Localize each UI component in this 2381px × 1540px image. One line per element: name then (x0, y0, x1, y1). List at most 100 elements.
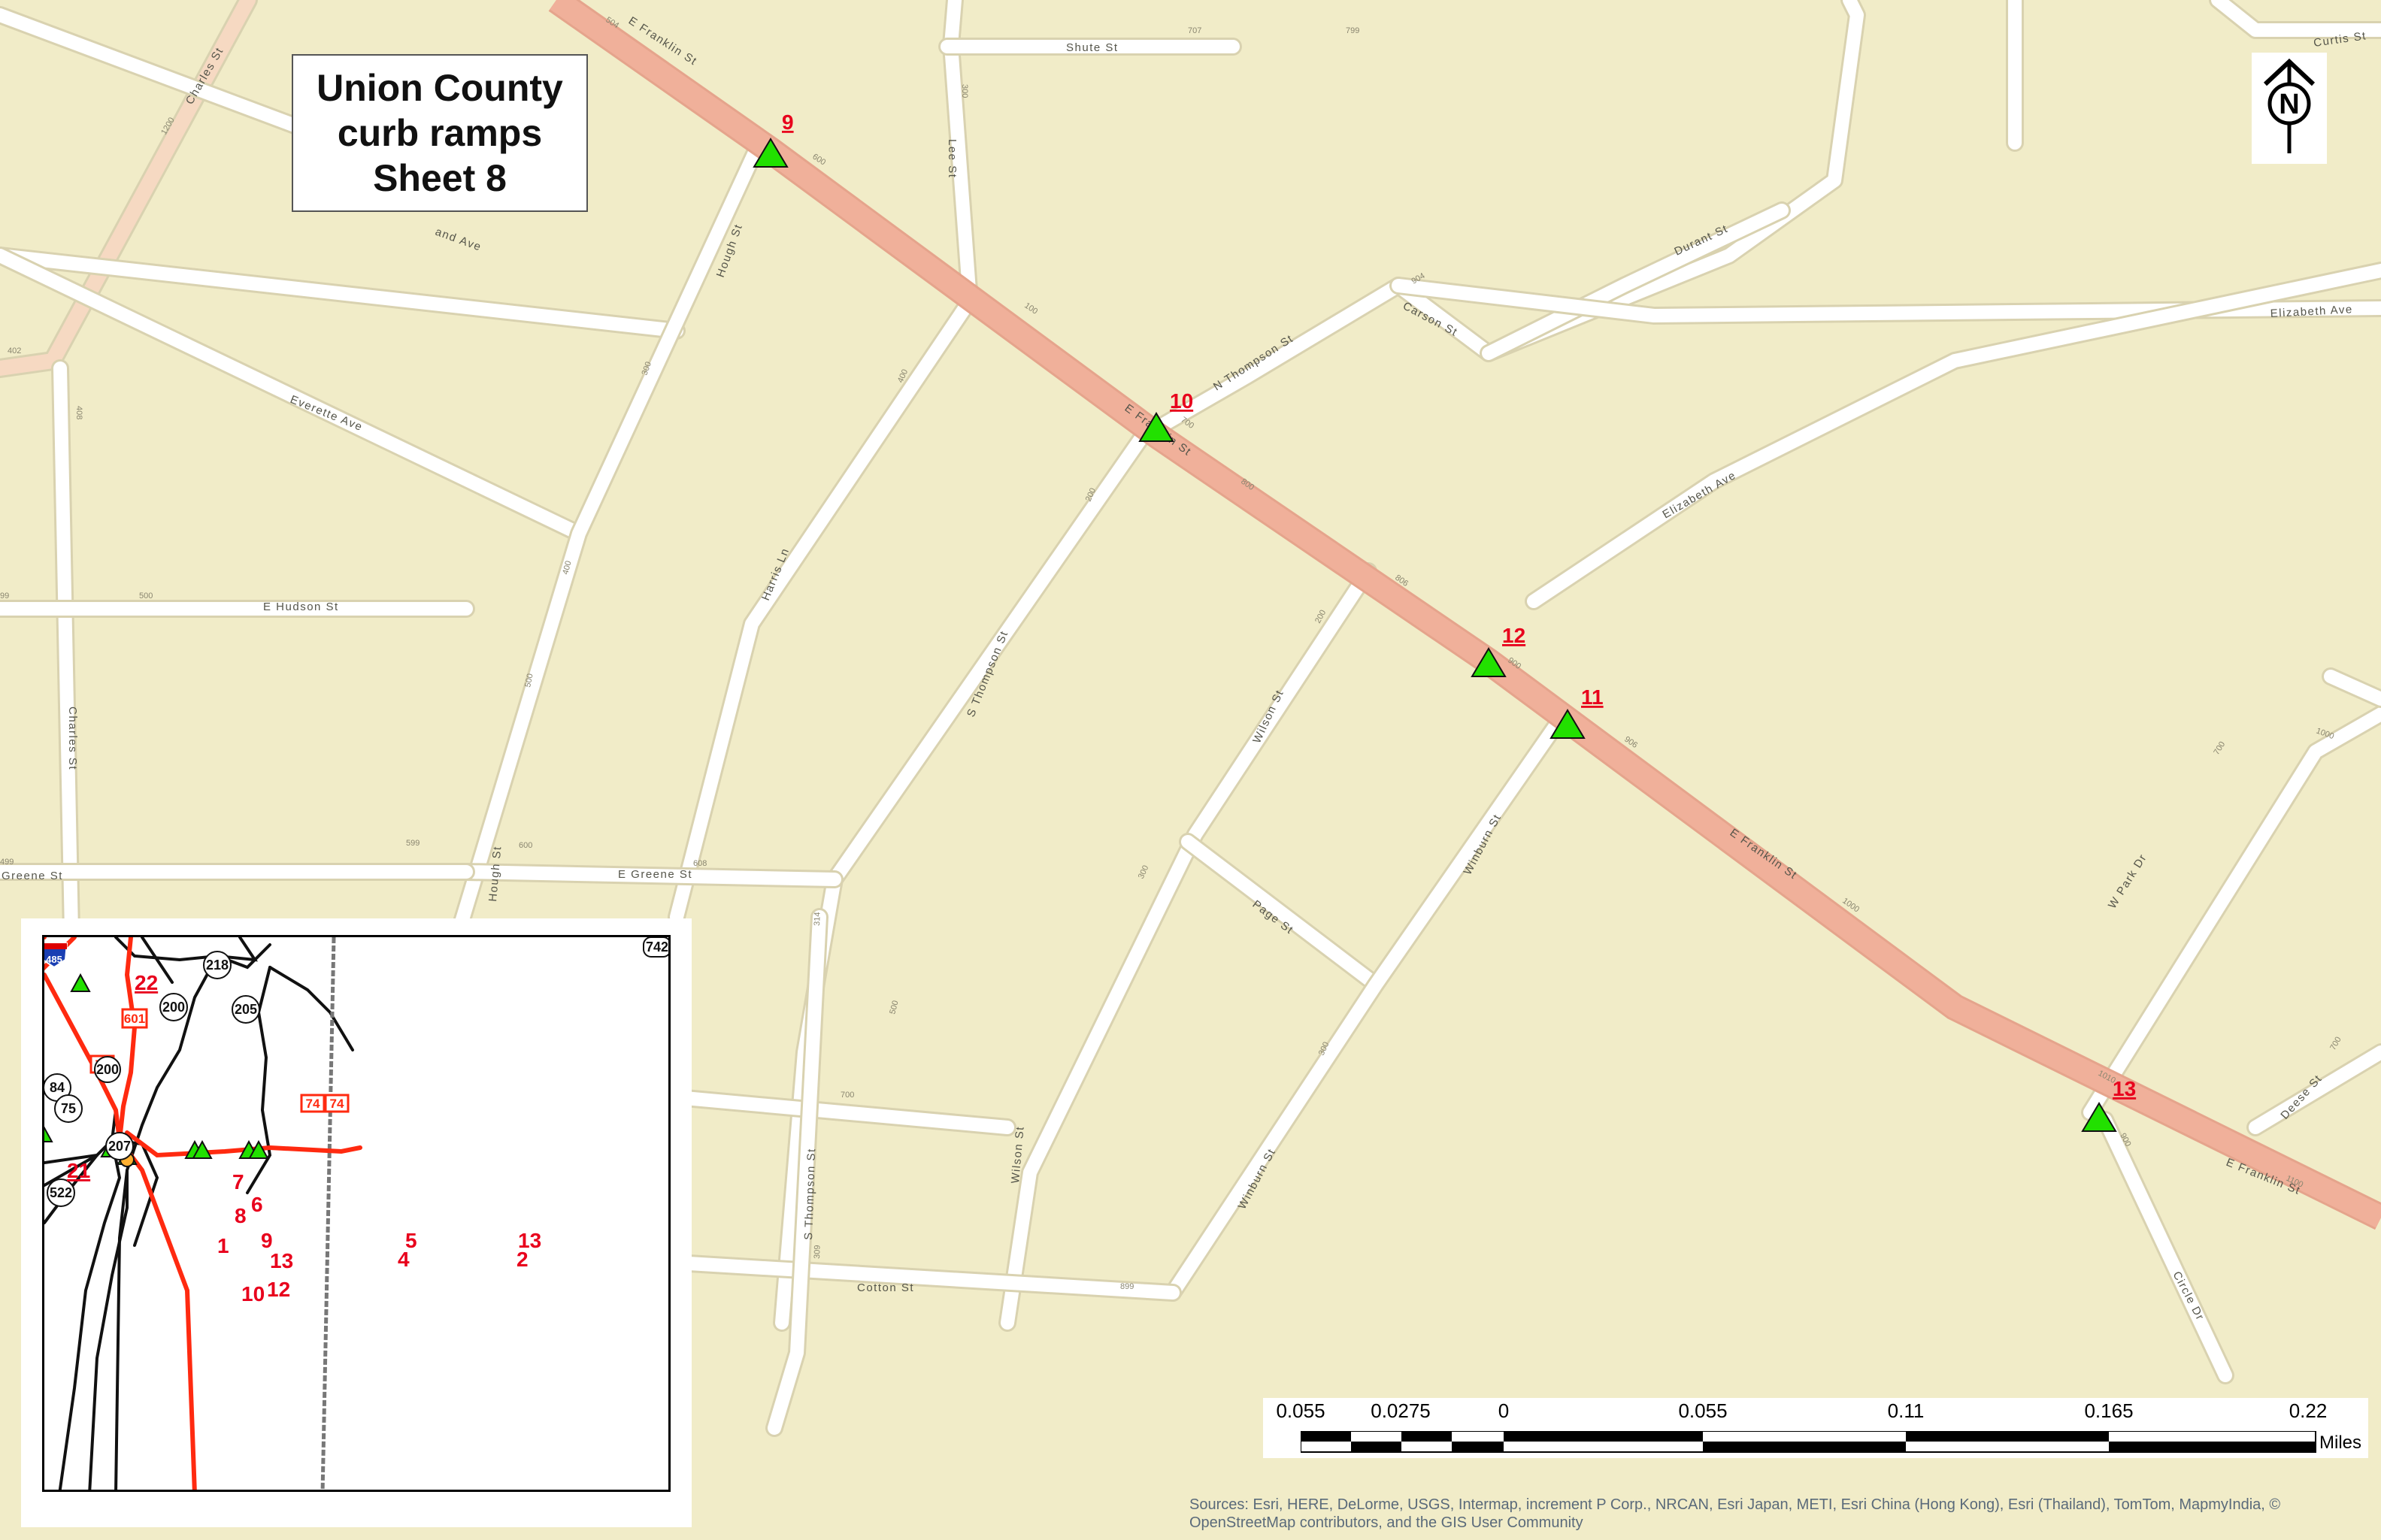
address-number: 600 (519, 841, 532, 850)
address-number: 400 (561, 560, 573, 576)
svg-text:207: 207 (108, 1139, 131, 1154)
scale-units: Miles (2319, 1433, 2362, 1453)
north-letter: N (2279, 89, 2299, 120)
address-number: 300 (641, 361, 654, 377)
inset-ramp-labels: 22 21 7 8 6 9 13 10 12 1 5 4 13 2 (67, 971, 541, 1306)
scale-tick-label: 0.0275 (1371, 1399, 1431, 1422)
street-label: Greene St (2, 870, 63, 882)
state-route-shield-icon: 84 (44, 1073, 71, 1102)
interstate-shield-icon: 485 (44, 942, 68, 969)
inset-shields: 485 742 218 601 200 205 (44, 937, 668, 1207)
street-label: Lee St (946, 139, 959, 178)
curb-ramp-marker[interactable]: 12 (1471, 624, 1525, 677)
address-number: 707 (1188, 26, 1201, 35)
state-route-shield-icon: 218 (203, 951, 232, 979)
inset-ramp-label: 13 (270, 1249, 293, 1272)
curb-ramp-marker[interactable]: 9 (753, 110, 794, 168)
curb-ramp-marker[interactable]: 13 (2081, 1077, 2136, 1132)
address-number: 300 (960, 84, 969, 98)
inset-map[interactable]: 485 742 218 601 200 205 (42, 935, 671, 1492)
ramp-triangle-icon[interactable] (1549, 709, 1586, 739)
address-number: 500 (523, 673, 535, 688)
us-route-shield-icon: 74 (324, 1094, 350, 1113)
inset-ramp-label: 12 (267, 1278, 290, 1301)
scale-tick-label: 0.165 (2084, 1399, 2134, 1422)
svg-text:200: 200 (96, 1062, 119, 1077)
curb-ramps: 9 10 12 11 13 (753, 110, 2136, 1132)
ramp-triangle-icon[interactable] (1471, 647, 1507, 677)
attribution-text: Sources: Esri, HERE, DeLorme, USGS, Inte… (1189, 1496, 2281, 1531)
address-number: 500 (888, 1000, 900, 1015)
map-title: Union County curb ramps Sheet 8 (292, 54, 588, 212)
us-route-shield-icon: 601 (121, 1008, 148, 1029)
inset-ramp-label: 8 (235, 1204, 247, 1227)
inset-ramp-label: 22 (135, 971, 158, 994)
address-number: 799 (1346, 26, 1359, 35)
svg-text:742: 742 (646, 939, 668, 955)
scale-bar: 0.055 0.0275 0 0.055 0.11 0.165 0.22 Mil… (1263, 1398, 2368, 1458)
state-route-shield-icon: 522 (47, 1178, 75, 1207)
inset-ramp-label: 5 (405, 1229, 417, 1252)
address-number: 499 (0, 858, 14, 867)
inset-ramp-label: 21 (67, 1159, 90, 1182)
address-number: 402 (8, 346, 21, 356)
curb-ramp-marker[interactable]: 11 (1549, 685, 1604, 739)
ramp-label: 13 (2113, 1077, 2136, 1100)
inset-roads (44, 937, 354, 1490)
ramp-label: 12 (1502, 624, 1525, 647)
inset-ramp-icon (44, 1126, 53, 1142)
street-label: Wilson St (1009, 1125, 1027, 1184)
ramp-triangle-icon[interactable] (2081, 1102, 2117, 1132)
inset-ramp-label: 7 (232, 1170, 244, 1194)
title-line: Union County (317, 67, 563, 109)
state-route-shield-icon: 742 (643, 937, 668, 958)
svg-text:74: 74 (330, 1097, 344, 1111)
curb-ramp-marker[interactable]: 10 (1138, 389, 1193, 442)
address-number: 608 (693, 859, 707, 868)
state-route-shield-icon: 207 (105, 1132, 134, 1160)
ramp-triangle-icon[interactable] (1138, 412, 1174, 442)
street-label: Shute St (1066, 41, 1119, 54)
address-number: 99 (0, 591, 9, 601)
scale-tick-label: 0 (1498, 1399, 1510, 1422)
address-number: 309 (813, 1245, 822, 1259)
svg-text:200: 200 (162, 1000, 185, 1015)
title-line: curb ramps (337, 112, 543, 154)
scale-tick-label: 0.22 (2289, 1399, 2328, 1422)
inset-ramp-label: 2 (516, 1248, 529, 1271)
svg-text:522: 522 (50, 1185, 72, 1200)
svg-text:485: 485 (46, 954, 62, 965)
street-label: Cotton St (857, 1281, 914, 1294)
svg-text:74: 74 (306, 1097, 320, 1111)
street-label: Hough St (486, 846, 504, 903)
inset-ramp-label: 6 (251, 1193, 263, 1216)
address-number: 314 (813, 912, 822, 926)
street-label: Elizabeth Ave (2270, 303, 2353, 320)
inset-ramp-label: 4 (398, 1248, 410, 1271)
street-label: Charles St (66, 706, 79, 770)
address-number: 500 (139, 591, 153, 601)
svg-text:84: 84 (50, 1080, 65, 1095)
street-label: E Hudson St (263, 601, 339, 613)
inset-ramp-icon (192, 1139, 213, 1159)
state-route-shield-icon: 75 (54, 1094, 83, 1123)
state-route-shield-icon: 200 (94, 1056, 121, 1083)
scale-tick-label: 0.055 (1276, 1399, 1325, 1422)
address-number: 599 (406, 839, 420, 848)
scale-tick-label: 0.055 (1678, 1399, 1728, 1422)
svg-text:205: 205 (235, 1002, 257, 1017)
inset-ramp-label: 13 (518, 1229, 541, 1252)
scale-tick-label: 0.11 (1887, 1399, 1925, 1422)
scale-bar-graphic (1301, 1431, 2316, 1453)
address-number: 408 (74, 406, 83, 419)
svg-text:218: 218 (206, 958, 229, 973)
inset-ramp-label: 9 (261, 1229, 273, 1252)
street-label: E Greene St (618, 868, 692, 881)
ramp-label: 9 (782, 110, 794, 134)
inset-ramp-label: 1 (217, 1234, 229, 1257)
svg-text:601: 601 (124, 1012, 145, 1026)
address-number: 899 (1120, 1282, 1134, 1291)
inset-ramp-icon (70, 973, 91, 992)
street-label: S Thompson St (802, 1148, 818, 1240)
ramp-triangle-icon[interactable] (753, 138, 789, 168)
